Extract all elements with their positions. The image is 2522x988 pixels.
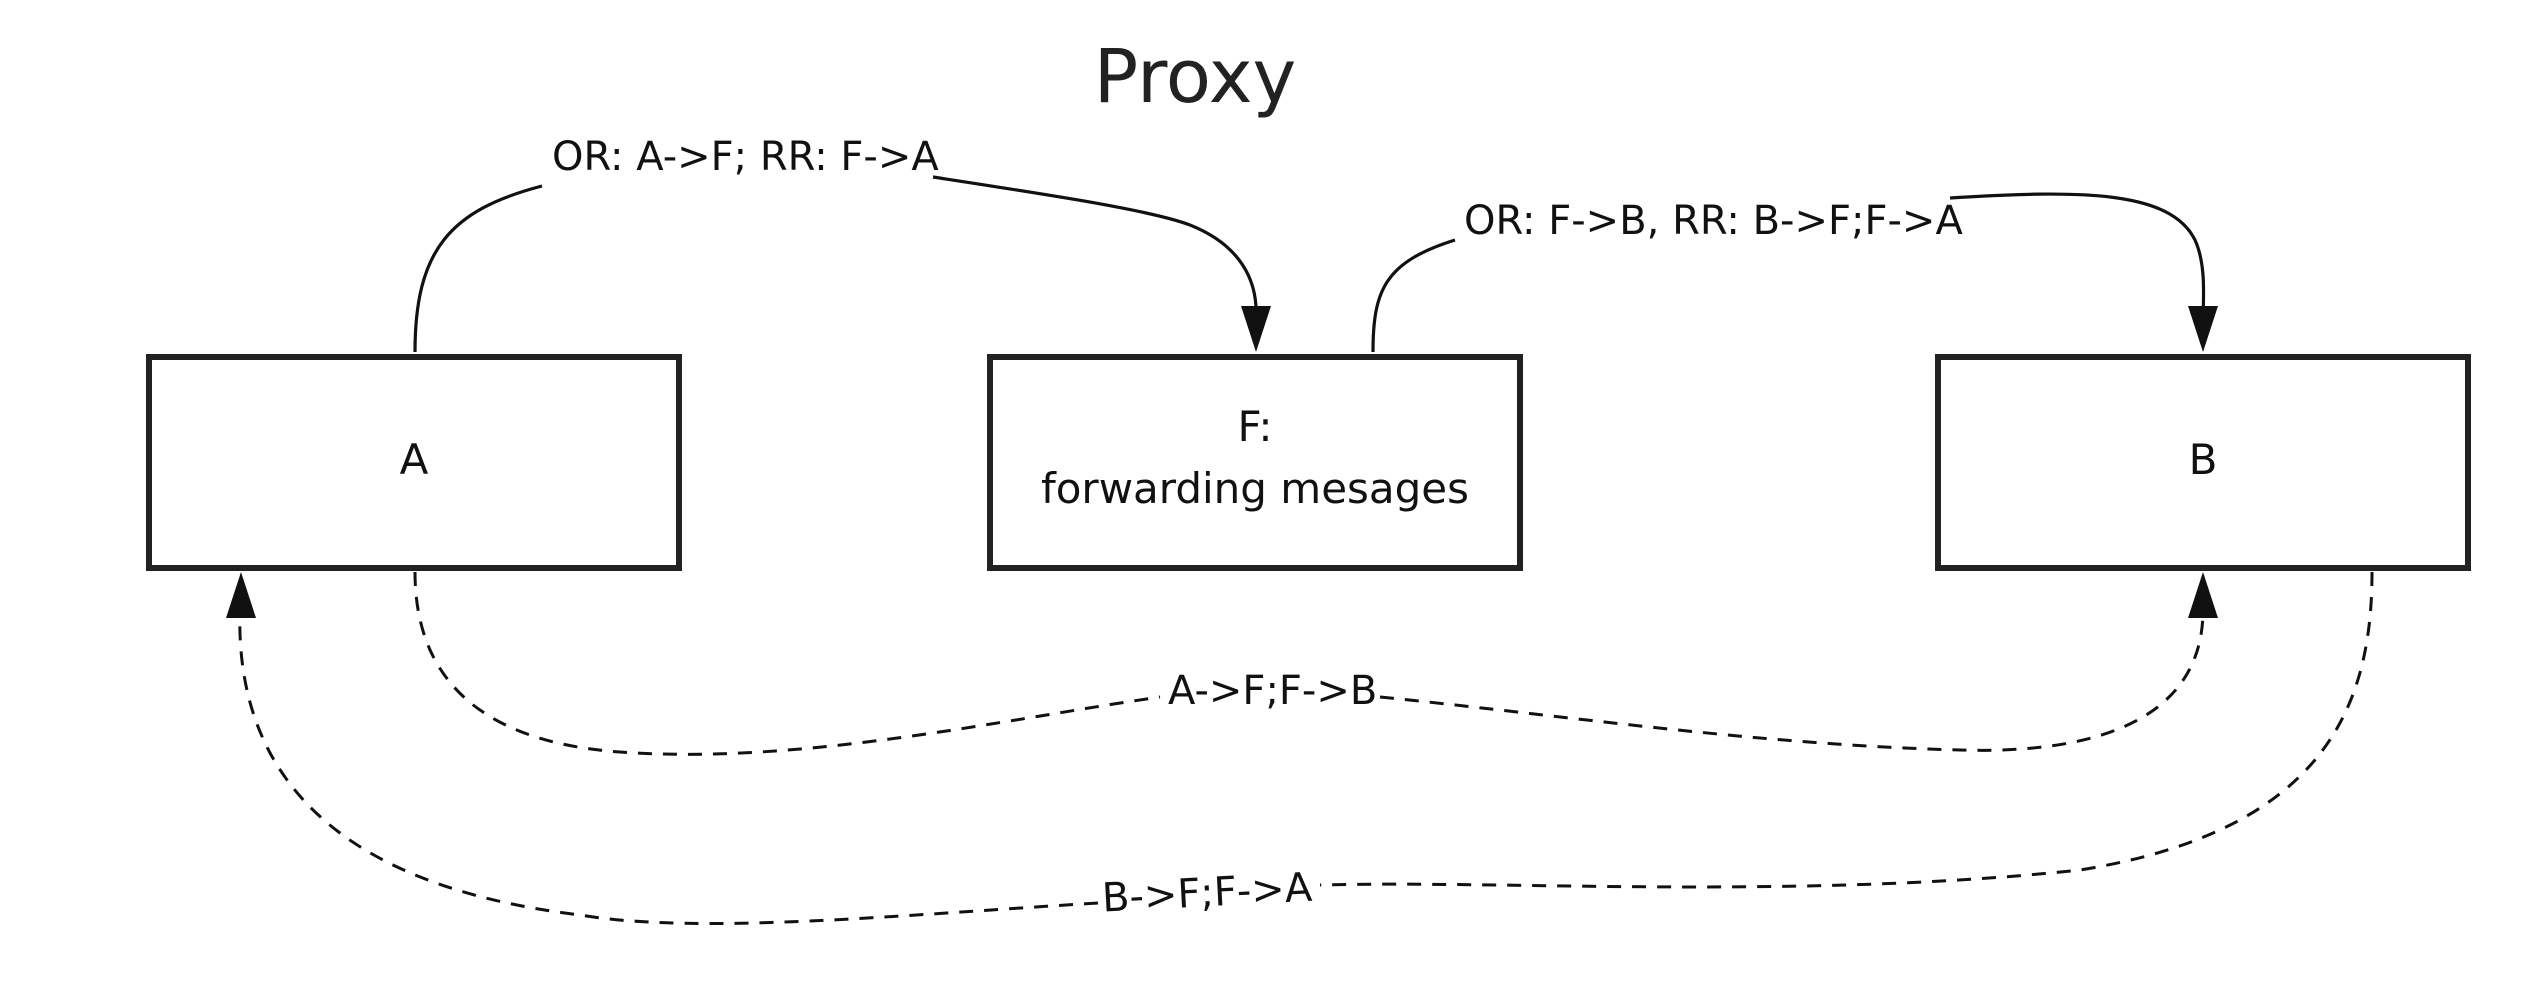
edge-a-to-f-line-end (932, 175, 1258, 319)
edge-b-to-a-line-start (1319, 571, 2374, 889)
edge-f-to-b: OR: F->B, RR: B->F;F->A (1371, 192, 2218, 353)
node-b-box (1935, 354, 2471, 571)
edge-f-to-b-label: OR: F->B, RR: B->F;F->A (1464, 198, 1963, 244)
edge-f-to-b-line-start (1371, 238, 1456, 353)
diagram-title: Proxy (1094, 34, 1297, 120)
node-a-label: A (400, 435, 429, 484)
node-a-box (146, 354, 682, 571)
node-f-box (987, 354, 1523, 571)
edge-f-to-b-arrowhead (2188, 306, 2218, 352)
edge-a-to-f-arrowhead (1241, 306, 1271, 352)
edge-b-to-a-label: B->F;F->A (1101, 865, 1314, 922)
edge-b-to-a: B->F;F->A (226, 571, 2374, 925)
edge-a-to-b: A->F;F->B (413, 571, 2218, 756)
node-f-description: forwarding mesages (1041, 464, 1469, 513)
edge-a-to-b-line-start (413, 571, 1161, 756)
edge-a-to-b-label: A->F;F->B (1168, 668, 1377, 714)
edge-b-to-a-line-end (238, 609, 1099, 925)
node-a: A (146, 354, 682, 571)
edge-b-to-a-arrowhead (226, 572, 256, 618)
node-f-title: F: (1237, 402, 1272, 451)
edge-a-to-b-line-end (1379, 609, 2205, 752)
node-b: B (1935, 354, 2471, 571)
edge-a-to-f-label: OR: A->F; RR: F->A (552, 134, 939, 180)
edge-a-to-b-arrowhead (2188, 572, 2218, 618)
edge-f-to-b-line-end (1949, 192, 2206, 319)
edge-a-to-f: OR: A->F; RR: F->A (413, 134, 1271, 353)
edge-a-to-f-line-start (413, 184, 543, 353)
node-b-label: B (2189, 435, 2218, 484)
node-f: F: forwarding mesages (987, 354, 1523, 571)
